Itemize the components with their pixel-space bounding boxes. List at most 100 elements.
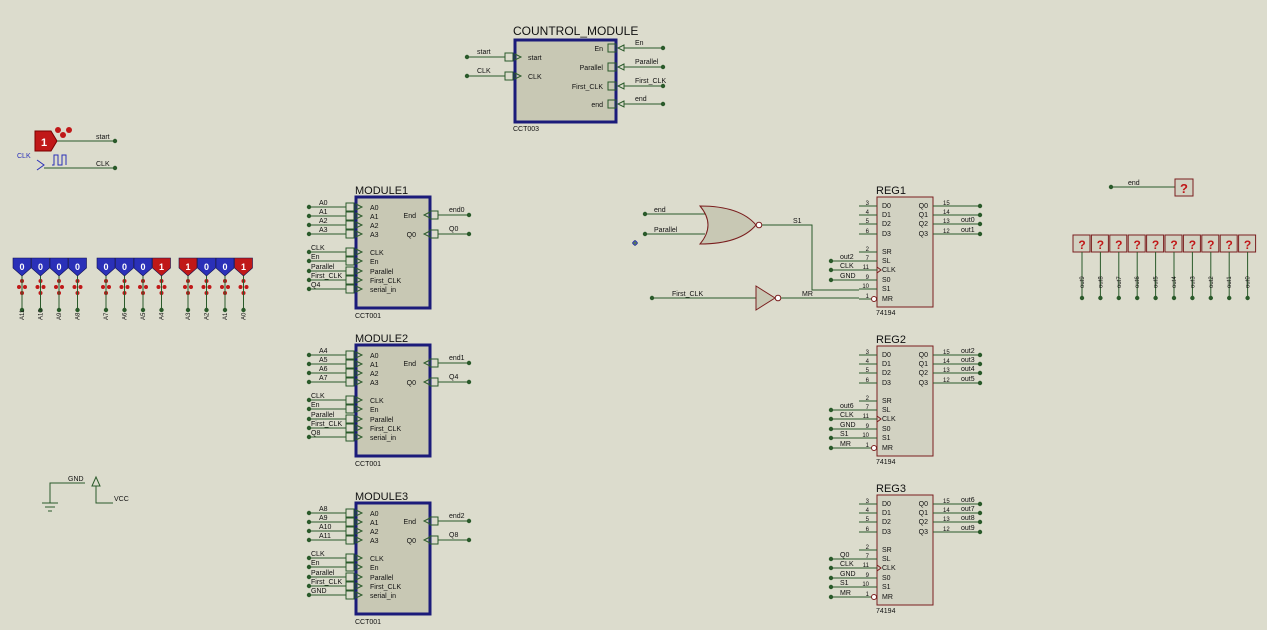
wire-terminal[interactable]: [660, 64, 666, 70]
wire-terminal[interactable]: [660, 83, 666, 89]
wire-terminal[interactable]: [1227, 295, 1232, 301]
wire-terminal[interactable]: [1153, 295, 1158, 301]
wire-terminal[interactable]: [159, 307, 164, 313]
wire-terminal[interactable]: [660, 101, 666, 107]
wire-terminal[interactable]: [977, 231, 983, 237]
wire-terminal[interactable]: [1079, 295, 1085, 301]
wire-terminal[interactable]: [828, 258, 834, 264]
logic-probe[interactable]: [1174, 178, 1194, 197]
wire-terminal[interactable]: [122, 307, 127, 313]
wire-terminal[interactable]: [222, 307, 228, 313]
logic-switch[interactable]: [152, 257, 171, 277]
vcc-icon: [91, 475, 101, 487]
switch-value: 0: [19, 262, 24, 272]
wire-terminal[interactable]: [977, 212, 983, 218]
wire-terminal[interactable]: [1208, 295, 1214, 301]
logic-switch[interactable]: [96, 257, 116, 277]
clock-source-icon[interactable]: [36, 159, 45, 171]
pin-label: A2: [370, 529, 379, 536]
wire-terminal[interactable]: [466, 231, 472, 237]
logic-switch[interactable]: [234, 257, 253, 277]
wire-terminal[interactable]: [828, 565, 834, 571]
wire-terminal[interactable]: [112, 138, 118, 144]
wire-terminal[interactable]: [1190, 295, 1195, 301]
pin-box: [607, 43, 617, 53]
wire-terminal[interactable]: [977, 203, 983, 209]
pin-number: 4: [866, 359, 870, 365]
logic-switch[interactable]: [197, 257, 216, 277]
wire-terminal[interactable]: [1171, 295, 1177, 301]
wire-terminal[interactable]: [466, 360, 472, 366]
wire-terminal[interactable]: [828, 556, 834, 562]
wire-terminal[interactable]: [977, 352, 983, 358]
logic-switch[interactable]: [12, 257, 32, 277]
logic-switch[interactable]: [68, 257, 87, 277]
wire-terminal[interactable]: [185, 307, 191, 313]
register-chip[interactable]: [876, 494, 934, 606]
wire-terminal[interactable]: [1116, 295, 1122, 301]
pin-number: 1: [866, 294, 870, 300]
pin-arrow: [355, 221, 364, 229]
wire-terminal[interactable]: [660, 45, 666, 51]
wire-terminal[interactable]: [56, 307, 62, 313]
logic-switch[interactable]: [49, 257, 69, 277]
pin-number: 12: [943, 378, 950, 384]
wire-terminal[interactable]: [828, 416, 834, 422]
switch-value: 0: [75, 262, 80, 272]
wire-terminal[interactable]: [977, 370, 983, 376]
wire-terminal[interactable]: [75, 307, 80, 313]
not-gate[interactable]: [755, 285, 776, 311]
wire-terminal[interactable]: [828, 445, 834, 451]
register-chip[interactable]: [876, 345, 934, 457]
wire-terminal[interactable]: [828, 594, 834, 600]
wire-terminal[interactable]: [977, 221, 983, 227]
logic-switch[interactable]: [115, 257, 134, 277]
wire-terminal[interactable]: [1245, 295, 1250, 301]
wire-terminal[interactable]: [103, 307, 109, 313]
module-block[interactable]: [354, 501, 432, 616]
module-block[interactable]: [354, 343, 432, 458]
wire-terminal[interactable]: [466, 379, 472, 385]
wire-terminal[interactable]: [466, 537, 472, 543]
wire-terminal[interactable]: [1098, 295, 1103, 301]
logic-switch[interactable]: [31, 257, 50, 277]
wire-terminal[interactable]: [466, 212, 472, 218]
module-ref: CCT001: [355, 461, 381, 468]
logic-switch[interactable]: [215, 257, 235, 277]
wire-terminal[interactable]: [466, 518, 472, 524]
wire-terminal[interactable]: [828, 407, 834, 413]
switch-marker: [35, 285, 40, 289]
wire-terminal[interactable]: [828, 584, 834, 590]
wire-terminal[interactable]: [19, 307, 25, 313]
register-chip[interactable]: [876, 196, 934, 308]
wire-terminal[interactable]: [977, 510, 983, 516]
or-gate[interactable]: [698, 205, 757, 245]
logic-state-source[interactable]: [34, 130, 58, 152]
pin-number: 1: [866, 443, 870, 449]
wire-terminal[interactable]: [977, 501, 983, 507]
module-title: MODULE1: [355, 185, 408, 197]
wire-terminal[interactable]: [112, 165, 118, 171]
wire-terminal[interactable]: [241, 307, 246, 313]
net-label: CLK: [311, 245, 325, 252]
pin-label: First_CLK: [572, 84, 603, 91]
wire-terminal[interactable]: [828, 435, 834, 441]
wire-terminal[interactable]: [828, 575, 834, 581]
wire-terminal[interactable]: [140, 307, 146, 313]
wire-terminal[interactable]: [977, 380, 983, 386]
wire-terminal[interactable]: [828, 426, 834, 432]
wire-terminal[interactable]: [977, 529, 983, 535]
wire-terminal[interactable]: [977, 361, 983, 367]
control-module-block[interactable]: [513, 38, 618, 124]
wire-terminal[interactable]: [977, 519, 983, 525]
pin-label: CLK: [528, 74, 542, 81]
wire-terminal[interactable]: [204, 307, 209, 313]
wire-terminal[interactable]: [38, 307, 43, 313]
wire-terminal[interactable]: [1135, 295, 1140, 301]
wire-terminal[interactable]: [828, 277, 834, 283]
pin-label: Q3: [919, 380, 928, 387]
wire-terminal[interactable]: [828, 267, 834, 273]
logic-switch[interactable]: [178, 257, 198, 277]
logic-switch[interactable]: [133, 257, 153, 277]
pin-number: 7: [866, 554, 870, 560]
